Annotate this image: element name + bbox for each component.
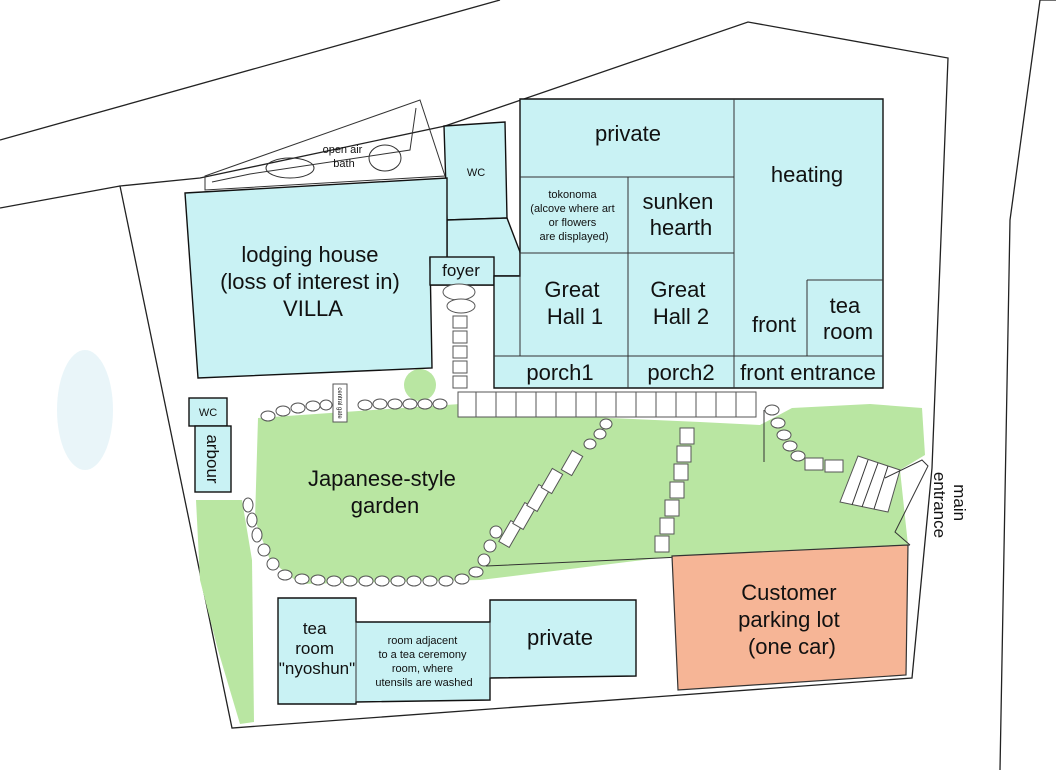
parking-lot: Customer parking lot (one car)	[671, 544, 909, 691]
central-gate-label: central gate	[336, 387, 342, 419]
heating-label: heating	[771, 162, 843, 187]
private-bottom-label: private	[527, 625, 593, 650]
stepping-stones	[242, 283, 844, 587]
garden-label: Japanese-style garden	[308, 466, 462, 518]
main-entrance-stairs	[839, 455, 929, 546]
foyer-label: foyer	[442, 261, 480, 280]
property-boundary	[119, 21, 949, 729]
tea-room-nyoshun-label: tea room "nyoshun"	[279, 619, 355, 678]
adjacent-room-label: room adjacent to a tea ceremony room, wh…	[375, 635, 472, 689]
porch1-label: porch1	[526, 360, 593, 385]
great-hall-1-label: Great Hall 1	[544, 277, 605, 329]
great-hall-2-label: Great Hall 2	[650, 277, 711, 329]
arbour-label: arbour	[203, 434, 222, 483]
main-entrance-label: main entrance	[930, 472, 969, 538]
front-entrance-label: front entrance	[740, 360, 876, 385]
foyer: foyer	[429, 256, 495, 286]
porch2-label: porch2	[647, 360, 714, 385]
tea-building	[277, 597, 637, 705]
wc-top-label: WC	[467, 167, 485, 179]
lawns	[196, 369, 925, 724]
wc-top: WC	[443, 121, 508, 221]
tokonoma-label: tokonoma (alcove where art or flowers ar…	[530, 189, 617, 243]
central-gate: central gate	[332, 383, 348, 423]
wc-left-label: WC	[199, 407, 217, 419]
open-air-bath-area: open air bath	[204, 99, 446, 191]
lodging-house-label: lodging house (loss of interest in) VILL…	[220, 242, 406, 321]
tea-room-top-label: tea room	[823, 293, 873, 344]
private-top-label: private	[595, 121, 661, 146]
arbour: arbour	[194, 425, 232, 493]
front-label: front	[752, 312, 796, 337]
open-air-bath-label: open air bath	[323, 144, 366, 170]
wc-left: WC	[188, 397, 228, 427]
lodging-house: lodging house (loss of interest in) VILL…	[184, 177, 448, 379]
main-building	[493, 98, 884, 389]
parking-label: Customer parking lot (one car)	[738, 580, 846, 659]
sunken-hearth-label: sunken hearth	[642, 189, 719, 240]
water-blur	[57, 350, 113, 470]
